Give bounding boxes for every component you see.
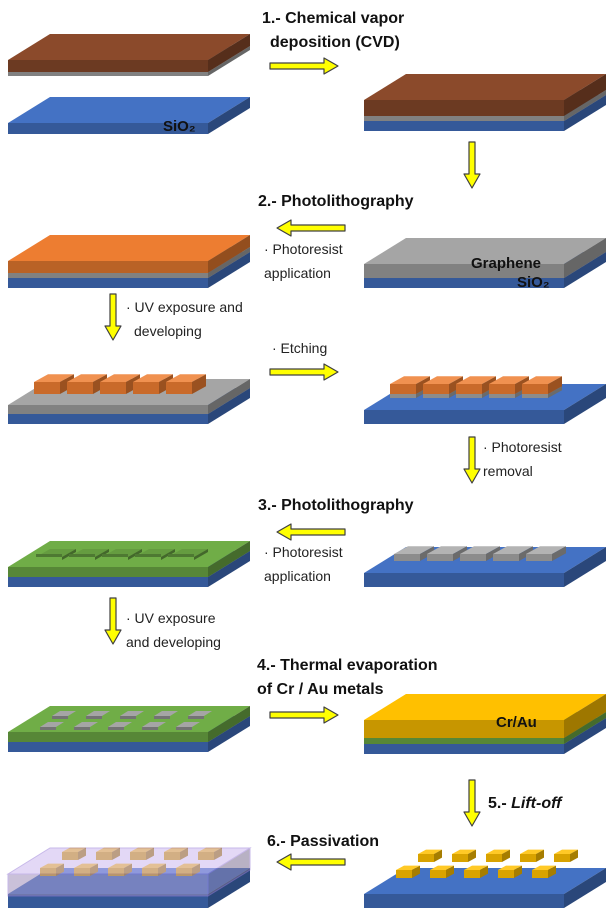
graphene-ribbon-4 (526, 546, 566, 561)
label-cr-au: Cr/Au (496, 714, 537, 731)
arrow-step6 (276, 853, 346, 871)
graphene-stack-layer-1 (364, 238, 606, 278)
note-removal-a: · Photoresist (483, 439, 562, 455)
passivation-layer (6, 847, 252, 897)
gold-evaporated-stack (364, 694, 606, 754)
cvd-stack-layer-2 (364, 74, 606, 116)
gold-pad-6 (430, 865, 454, 878)
label-graphene: Graphene (471, 255, 541, 272)
arrow-down-2 (104, 293, 122, 341)
photoresist-coated-stack (8, 235, 250, 288)
contact-window-8 (142, 722, 166, 730)
contact-window-2 (120, 711, 144, 719)
arrow-down-3 (463, 436, 481, 484)
contact-window-7 (108, 722, 132, 730)
step3-title: 3.- Photolithography (258, 497, 414, 514)
contact-window-3 (154, 711, 178, 719)
gold-pad-1 (452, 849, 476, 862)
gold-evaporated-stack-layer-2 (364, 694, 606, 738)
note-removal-b: removal (483, 463, 533, 479)
step4-title-line1: 4.- Thermal evaporation (257, 657, 438, 674)
sio2-substrate-initial-layer-0 (8, 97, 250, 134)
arrow-step1 (269, 57, 339, 75)
copper-foil-initial (8, 34, 250, 76)
gold-pad-4 (554, 849, 578, 862)
step1-title-line1: 1.- Chemical vapor (262, 10, 404, 27)
arrow-step5 (463, 779, 481, 827)
note-uv-1b: developing (134, 323, 202, 339)
contact-window-1 (86, 711, 110, 719)
gold-pad-7 (464, 865, 488, 878)
step5-title: 5.- Lift-off (488, 795, 563, 812)
arrow-etching (269, 363, 339, 381)
photoresist-coated-stack-layer-2 (8, 235, 250, 273)
photoresist-bar-4 (166, 374, 206, 394)
arrow-down-4 (104, 597, 122, 645)
gold-pad-5 (396, 865, 420, 878)
contact-window-4 (188, 711, 212, 719)
step5-liftoff: Lift-off (511, 795, 563, 812)
gold-pad-0 (418, 849, 442, 862)
step2-title: 2.- Photolithography (258, 193, 414, 210)
green-recess-4 (168, 549, 208, 560)
label-sio2-initial: SiO₂ (163, 118, 196, 135)
sio2-substrate-initial (8, 97, 250, 134)
step1-title-line2: deposition (CVD) (270, 34, 400, 51)
note-photoresist-app-1a: · Photoresist (264, 241, 343, 257)
note-uv-2a: · UV exposure (126, 610, 216, 626)
graphene-stack (364, 238, 606, 288)
note-etching: · Etching (272, 340, 327, 356)
contact-window-6 (74, 722, 98, 730)
green-resist-stack (8, 541, 250, 587)
photoresist-strip-2 (456, 376, 496, 394)
contact-window-0 (52, 711, 76, 719)
gold-pad-3 (520, 849, 544, 862)
note-uv-1a: · UV exposure and (126, 299, 243, 315)
label-sio2: SiO₂ (517, 274, 550, 291)
arrow-step2 (276, 219, 346, 237)
step5-prefix: 5.- (488, 795, 511, 812)
cvd-stack (364, 74, 606, 131)
note-photoresist-app-2b: application (264, 568, 331, 584)
arrow-step4 (269, 706, 339, 724)
step4-title-line2: of Cr / Au metals (257, 681, 384, 698)
graphene-ribbon-1 (427, 546, 467, 561)
step6-title: 6.- Passivation (267, 833, 379, 850)
graphene-ribbon-2 (460, 546, 500, 561)
note-photoresist-app-1b: application (264, 265, 331, 281)
note-photoresist-app-2a: · Photoresist (264, 544, 343, 560)
gold-pad-8 (498, 865, 522, 878)
arrow-step3 (276, 523, 346, 541)
contact-window-5 (40, 722, 64, 730)
gold-pad-9 (532, 865, 556, 878)
gold-pad-2 (486, 849, 510, 862)
photoresist-strip-4 (522, 376, 562, 394)
graphene-ribbon-0 (394, 546, 434, 561)
copper-foil-initial-layer-1 (8, 34, 250, 72)
graphene-ribbon-3 (493, 546, 533, 561)
green-recess-0 (36, 549, 76, 560)
arrow-down-1 (463, 141, 481, 189)
contact-window-9 (176, 722, 200, 730)
note-uv-2b: and developing (126, 634, 221, 650)
